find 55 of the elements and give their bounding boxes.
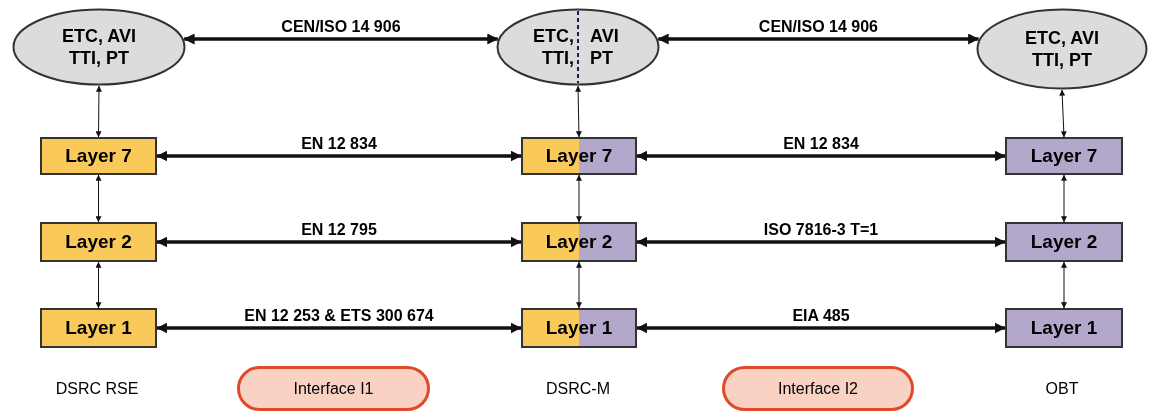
- layer-box: [40, 222, 157, 262]
- arrow: [95, 261, 102, 309]
- node-text: ETC, TTI,: [532, 25, 574, 69]
- application-ellipse: [976, 8, 1148, 90]
- node-text: Interface I1: [293, 378, 374, 399]
- layer-box: [521, 308, 637, 348]
- application-ellipse: [496, 8, 660, 86]
- node-text: Layer 1: [65, 317, 132, 339]
- node-text: AVI PT: [590, 25, 620, 69]
- arrow: [156, 322, 522, 334]
- edge-label: EN 12 834: [301, 135, 377, 153]
- edge-label: EN 12 834: [783, 135, 859, 153]
- arrow: [636, 322, 1006, 334]
- layer-box: [40, 137, 157, 175]
- edge-label: EN 12 253 & ETS 300 674: [244, 307, 434, 325]
- node-text: Layer 2: [1030, 231, 1098, 253]
- arrow: [95, 174, 102, 223]
- arrow: [183, 33, 499, 45]
- column-label: DSRC RSE: [55, 380, 139, 398]
- arrow: [575, 85, 582, 138]
- node-text: Layer 1: [1030, 317, 1098, 339]
- edge-label: EIA 485: [792, 307, 850, 325]
- node-text: Layer 7: [545, 145, 613, 167]
- node-text: Layer 2: [545, 231, 613, 253]
- column-label: OBT: [1045, 380, 1079, 398]
- layer-box: [1005, 308, 1123, 348]
- node-text: Layer 2: [65, 231, 132, 253]
- arrow: [156, 236, 522, 248]
- arrow: [636, 150, 1006, 162]
- arrow: [576, 174, 582, 223]
- application-ellipse: [12, 8, 186, 86]
- edge-label: ISO 7816-3 T=1: [763, 221, 879, 239]
- edge-label: CEN/ISO 14 906: [758, 18, 878, 36]
- node-text: ETC, AVI TTI, PT: [61, 25, 137, 69]
- arrow: [1059, 89, 1067, 138]
- arrow: [576, 261, 582, 309]
- arrow: [636, 236, 1006, 248]
- node-text: Layer 7: [65, 145, 132, 167]
- arrow: [657, 33, 980, 45]
- arrow: [156, 150, 522, 162]
- layer-box: [521, 222, 637, 262]
- layer-box: [521, 137, 637, 175]
- layer-box: [1005, 222, 1123, 262]
- arrow: [1061, 174, 1067, 223]
- node-text: Layer 1: [545, 317, 613, 339]
- column-label: DSRC-M: [546, 380, 610, 398]
- edge-label: CEN/ISO 14 906: [281, 18, 401, 36]
- node-text: ETC, AVI TTI, PT: [1024, 27, 1100, 71]
- arrow: [1061, 261, 1067, 309]
- layer-box: [1005, 137, 1123, 175]
- arrow: [95, 85, 102, 138]
- node-text: Interface I2: [777, 378, 858, 399]
- edge-label: EN 12 795: [301, 221, 377, 239]
- layer-box: [40, 308, 157, 348]
- node-text: Layer 7: [1030, 145, 1098, 167]
